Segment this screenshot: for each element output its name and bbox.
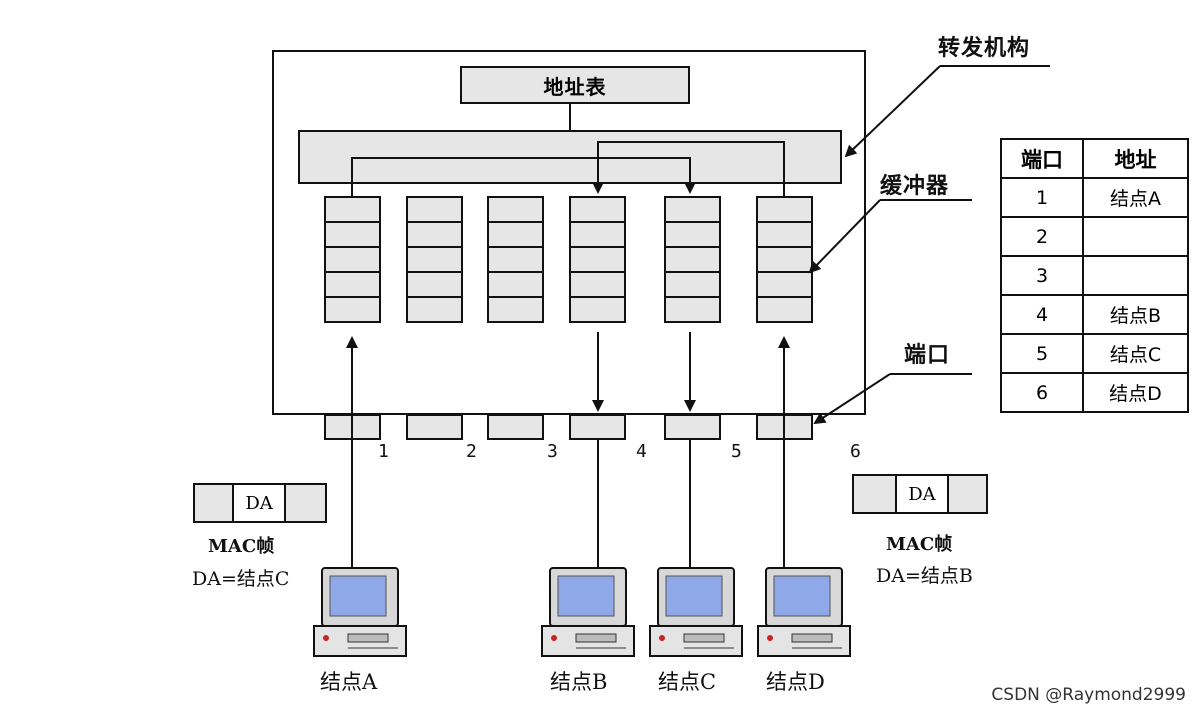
computer-node-a-icon	[313, 567, 407, 657]
buffer-2	[406, 196, 463, 323]
port-number-5: 5	[731, 441, 742, 462]
computer-node-c-icon	[649, 567, 743, 657]
table-row: 6 结点D	[1000, 372, 1189, 413]
mac-frame-left-dest: DA=结点C	[192, 568, 290, 590]
table-cell-port: 3	[1000, 255, 1084, 296]
table-row: 3	[1000, 255, 1189, 296]
frame-da-field: DA	[231, 485, 285, 521]
address-table-label: 地址表	[543, 74, 607, 99]
port-number-1: 1	[378, 441, 389, 462]
node-label-c: 结点C	[658, 670, 717, 694]
table-cell-address	[1082, 216, 1189, 257]
table-row: 2	[1000, 216, 1189, 257]
table-cell-port: 5	[1000, 333, 1084, 374]
table-cell-address: 结点C	[1082, 333, 1189, 374]
buffer-label: 缓冲器	[880, 174, 950, 199]
buffer-5	[664, 196, 721, 323]
mac-frame-left-title: MAC帧	[208, 536, 275, 557]
buffer-6	[756, 196, 813, 323]
computer-node-d-icon	[757, 567, 851, 657]
port-5	[664, 414, 721, 440]
table-cell-port: 6	[1000, 372, 1084, 413]
port-2	[406, 414, 463, 440]
mac-frame-left: DA	[193, 483, 327, 523]
table-cell-address: 结点A	[1082, 177, 1189, 218]
port-label: 端口	[904, 343, 951, 368]
port-3	[487, 414, 544, 440]
watermark-text: CSDN @Raymond2999	[991, 685, 1186, 705]
forwarding-label: 转发机构	[938, 36, 1031, 61]
mac-frame-right-title: MAC帧	[886, 534, 953, 555]
table-cell-port: 2	[1000, 216, 1084, 257]
table-cell-port: 1	[1000, 177, 1084, 218]
port-number-2: 2	[466, 441, 477, 462]
table-cell-address	[1082, 255, 1189, 296]
table-row: 5 结点C	[1000, 333, 1189, 374]
table-header-row: 端口 地址	[1000, 138, 1189, 179]
table-cell-address: 结点B	[1082, 294, 1189, 335]
mac-frame-right-dest: DA=结点B	[876, 565, 973, 587]
port-number-6: 6	[850, 441, 861, 462]
table-row: 1 结点A	[1000, 177, 1189, 218]
node-label-d: 结点D	[766, 670, 825, 694]
port-address-table: 端口 地址 1 结点A 2 3 4 结点B 5 结点C 6 结点D	[1000, 138, 1189, 413]
port-4	[569, 414, 626, 440]
node-label-b: 结点B	[550, 670, 608, 694]
buffer-1	[324, 196, 381, 323]
buffer-4	[569, 196, 626, 323]
mac-frame-right: DA	[852, 474, 988, 514]
frame-da-field: DA	[894, 476, 948, 512]
node-label-a: 结点A	[320, 670, 378, 694]
table-header-address: 地址	[1082, 138, 1189, 179]
address-table-box: 地址表	[460, 66, 690, 104]
table-cell-address: 结点D	[1082, 372, 1189, 413]
port-number-3: 3	[547, 441, 558, 462]
table-header-port: 端口	[1000, 138, 1084, 179]
table-cell-port: 4	[1000, 294, 1084, 335]
buffer-3	[487, 196, 544, 323]
computer-node-b-icon	[541, 567, 635, 657]
table-row: 4 结点B	[1000, 294, 1189, 335]
port-number-4: 4	[636, 441, 647, 462]
